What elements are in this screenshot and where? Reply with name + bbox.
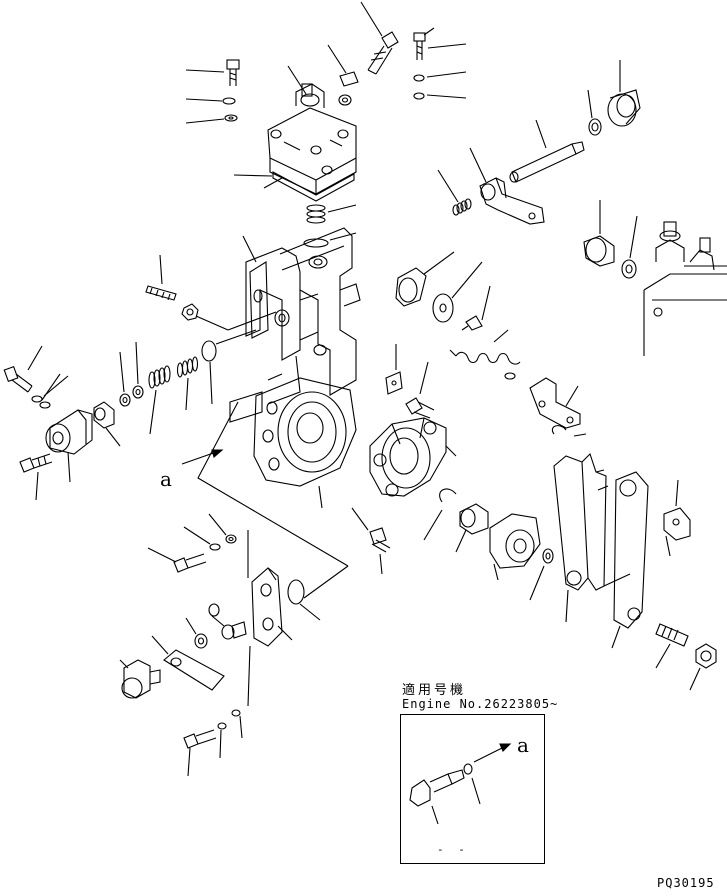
top-bolt-left xyxy=(185,59,240,86)
detail-fitting xyxy=(409,769,465,825)
spacer-right xyxy=(583,200,615,267)
applicability-title: 適用号機 xyxy=(402,683,467,698)
diaphragm-disc xyxy=(432,261,483,323)
pump-housing xyxy=(242,227,361,405)
clip-bracket xyxy=(663,479,691,557)
top-bolt-large xyxy=(360,1,399,75)
governor-lever-long xyxy=(553,452,609,623)
washer-left-small xyxy=(31,373,69,409)
governor-housing xyxy=(369,417,457,497)
snap-ring-right xyxy=(551,425,587,437)
detail-washer xyxy=(463,763,481,805)
tension-spring xyxy=(449,329,521,380)
snap-ring-center xyxy=(423,488,457,541)
spring-lever xyxy=(437,169,472,216)
washer-plug xyxy=(185,617,208,649)
cap-housing xyxy=(45,409,93,483)
spring-left-large xyxy=(148,365,171,435)
drawing-code: PQ30195 xyxy=(657,876,715,890)
weight-holder xyxy=(489,513,541,581)
screw-diaphragm xyxy=(461,285,491,331)
governor-cover xyxy=(233,65,357,195)
detail-box xyxy=(400,714,545,864)
bolt-housing-center xyxy=(351,507,391,575)
top-washer-right xyxy=(413,71,467,100)
cover-gasket xyxy=(263,171,355,202)
detail-note: - - xyxy=(437,843,469,856)
spring-left-small xyxy=(176,356,199,411)
cap-diaphragm xyxy=(395,251,455,307)
cap-nut xyxy=(93,401,121,447)
washer-bottom-b xyxy=(231,645,251,739)
washer-plate-b xyxy=(208,513,237,544)
o-ring-left xyxy=(201,329,257,405)
shaft-washer xyxy=(587,89,602,136)
plug-bolt xyxy=(208,603,247,640)
washer-weight xyxy=(529,548,554,601)
stop-plate xyxy=(247,530,293,647)
bolt-plate xyxy=(147,547,207,573)
adjust-nut xyxy=(181,303,277,331)
link-plate xyxy=(151,635,225,691)
spring-small xyxy=(306,204,357,224)
lever-shaft xyxy=(509,119,585,183)
washer-plate-a xyxy=(183,526,221,551)
bolt-bottom xyxy=(183,729,217,777)
housing-side-plate xyxy=(249,261,269,339)
lever-link xyxy=(603,471,649,649)
bracket-spring xyxy=(529,377,581,429)
top-lockwasher-left xyxy=(185,97,236,105)
top-bolt-right xyxy=(413,27,467,60)
view-marker-label: a xyxy=(160,467,172,491)
view-arrow xyxy=(181,401,349,599)
bolt-left-small xyxy=(3,345,43,393)
top-washer-center xyxy=(327,44,359,106)
control-lever xyxy=(469,147,545,225)
o-ring-top xyxy=(303,232,357,248)
detail-marker-label: a xyxy=(517,733,529,757)
top-washer-left xyxy=(185,114,238,124)
bearing-ring xyxy=(607,60,641,127)
detail-arrow xyxy=(473,743,512,763)
stud-bolt xyxy=(655,623,689,669)
gasket-oval xyxy=(287,579,321,621)
adjust-screw xyxy=(145,254,177,301)
washer-left-pair xyxy=(119,341,144,407)
sleeve xyxy=(455,503,489,553)
plate-clip xyxy=(385,344,403,395)
cap-plug xyxy=(119,659,161,699)
nut-right xyxy=(689,643,717,691)
bolt-center xyxy=(405,361,435,419)
engine-number-label: Engine No.26223805~ xyxy=(402,697,559,711)
washer-right xyxy=(621,215,638,279)
housing-front-flange xyxy=(229,377,357,509)
pump-assembly-partial xyxy=(643,221,727,356)
bolt-left-lower xyxy=(19,453,53,501)
washer-bottom-a xyxy=(217,722,227,759)
